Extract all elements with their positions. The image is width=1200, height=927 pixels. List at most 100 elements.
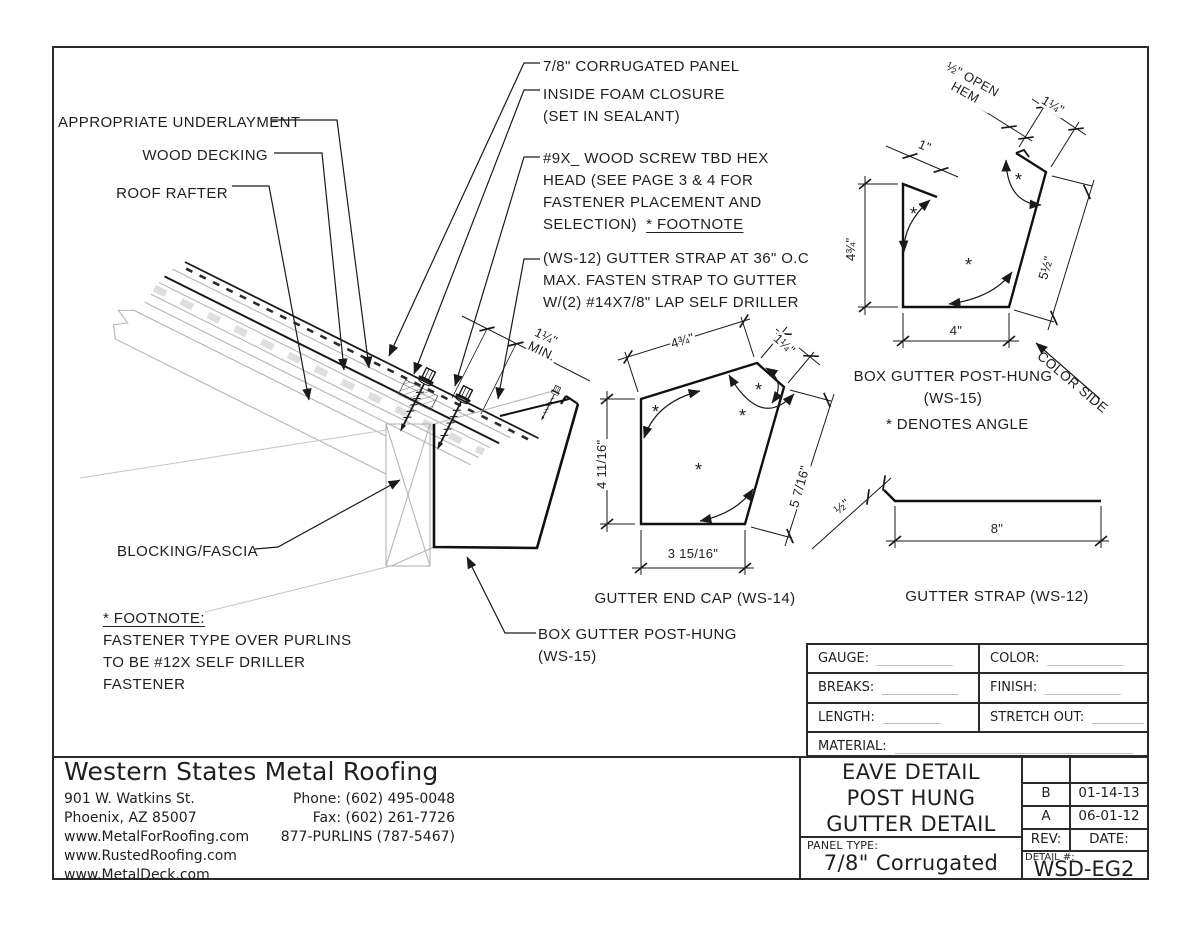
- website-metalforroofing: www.MetalForRoofing.com: [64, 829, 250, 845]
- panel-type-label: PANEL TYPE:: [807, 839, 879, 852]
- callout-blocking-fascia: BLOCKING/FASCIA: [117, 543, 259, 560]
- sheet-border: [52, 46, 1149, 880]
- angle-asterisk: *: [739, 406, 747, 426]
- spec-row: BREAKS: FINISH:: [808, 674, 1147, 704]
- strap-note-line2: MAX. FASTEN STRAP TO GUTTER: [543, 272, 798, 289]
- footnote-line2: TO BE #12X SELF DRILLER: [103, 654, 306, 671]
- spec-form: GAUGE: COLOR: BREAKS: FINISH: LENGTH: ST…: [806, 643, 1149, 757]
- material-field: MATERIAL:: [808, 739, 1147, 754]
- length-blank-line: [882, 710, 941, 725]
- callout-corrugated-panel: 7/8" CORRUGATED PANEL: [543, 58, 740, 75]
- angle-asterisk: *: [652, 402, 660, 422]
- angle-asterisk: *: [965, 255, 973, 275]
- fascia-blocking: [79, 390, 554, 613]
- phone-number: Phone: (602) 495-0048: [292, 791, 455, 807]
- finish-label: FINISH:: [990, 680, 1038, 696]
- footnote-title: * FOOTNOTE:: [103, 610, 205, 627]
- toll-free-number: 877-PURLINS (787-5467): [280, 829, 455, 845]
- rev-b-date: 01-14-13: [1078, 785, 1140, 801]
- rev-a: A: [1041, 808, 1051, 824]
- detail-number-label: DETAIL #:: [1025, 852, 1075, 863]
- stretch-out-field: STRETCH OUT:: [980, 704, 1147, 731]
- gauge-blank-line: [877, 652, 954, 666]
- finish-field: FINISH:: [980, 674, 1147, 701]
- callout-foam-closure: INSIDE FOAM CLOSURE (SET IN SEALANT): [543, 84, 725, 128]
- callout-underlayment: APPROPRIATE UNDERLAYMENT: [58, 114, 301, 131]
- breaks-field: BREAKS:: [808, 674, 980, 702]
- color-field: COLOR:: [980, 645, 1147, 672]
- leader-lines: [232, 62, 1101, 634]
- sheet-title-line2: POST HUNG: [846, 786, 976, 810]
- ws12-dim-length: 8": [989, 521, 1005, 536]
- screw-note-line2: HEAD (SEE PAGE 3 & 4 FOR: [543, 172, 754, 189]
- panel-type-divider: [800, 836, 1022, 838]
- rev-column-header: REV:: [1030, 831, 1062, 847]
- gutter-profile-main: [432, 395, 580, 550]
- sheet-title-line1: EAVE DETAIL: [842, 760, 980, 784]
- screw-note-line1: #9X_ WOOD SCREW TBD HEX: [543, 150, 769, 167]
- callout-box-gutter: BOX GUTTER POST-HUNG (WS-15): [538, 624, 737, 668]
- angle-asterisk: *: [695, 460, 703, 480]
- box-gutter-line2: (WS-15): [538, 648, 597, 665]
- angle-asterisk: *: [910, 204, 918, 224]
- date-column-header: DATE:: [1089, 831, 1129, 847]
- company-name: Western States Metal Roofing: [64, 757, 439, 786]
- footnote-block: * FOOTNOTE: FASTENER TYPE OVER PURLINS T…: [103, 608, 352, 696]
- address-line1: 901 W. Watkins St.: [64, 791, 195, 807]
- website-rustedroofing: www.RustedRoofing.com: [64, 848, 237, 864]
- callout-foam-line1: INSIDE FOAM CLOSURE: [543, 86, 725, 103]
- title-block-divider: [52, 756, 1147, 758]
- finish-blank-line: [1045, 681, 1122, 695]
- spec-row: MATERIAL:: [808, 733, 1147, 760]
- stretch-out-label: STRETCH OUT:: [990, 709, 1085, 725]
- rev-a-date: 06-01-12: [1078, 808, 1140, 824]
- color-blank-line: [1047, 652, 1124, 666]
- ws14-title: GUTTER END CAP (WS-14): [594, 590, 796, 607]
- footnote-line1: FASTENER TYPE OVER PURLINS: [103, 632, 352, 649]
- rev-b: B: [1041, 785, 1051, 801]
- ws15-title-line1: BOX GUTTER POST-HUNG: [853, 368, 1053, 385]
- ws15-dim-bottom: 4": [948, 323, 964, 338]
- ws15-title-line2: (WS-15): [923, 390, 983, 407]
- ws14-dim-bottom: 3 15/16": [666, 546, 720, 561]
- gauge-label: GAUGE:: [818, 651, 870, 667]
- ws12-profile: [883, 489, 1101, 503]
- angle-asterisk: *: [755, 380, 763, 400]
- stretch-out-blank-line: [1092, 710, 1145, 725]
- detail-number-value: WSD-EG2: [1033, 857, 1135, 881]
- strap-note-line1: (WS-12) GUTTER STRAP AT 36" O.C: [543, 250, 810, 267]
- box-gutter-line1: BOX GUTTER POST-HUNG: [538, 626, 737, 643]
- gauge-field: GAUGE:: [808, 645, 980, 673]
- callout-wood-decking: WOOD DECKING: [142, 147, 268, 164]
- screw-note-footnote-ref: * FOOTNOTE: [646, 216, 744, 233]
- angle-asterisk: *: [1015, 170, 1023, 190]
- material-blank-line: [894, 740, 1133, 754]
- sheet-title-line3: GUTTER DETAIL: [826, 812, 996, 836]
- fax-number: Fax: (602) 261-7726: [312, 810, 455, 826]
- callout-roof-rafter: ROOF RAFTER: [116, 185, 228, 202]
- breaks-label: BREAKS:: [818, 680, 875, 696]
- screw-note-selection: SELECTION): [543, 216, 638, 233]
- spec-row: GAUGE: COLOR:: [808, 645, 1147, 675]
- spec-row: LENGTH: STRETCH OUT:: [808, 703, 1147, 733]
- screw-note-line3: FASTENER PLACEMENT AND: [543, 194, 762, 211]
- color-label: COLOR:: [990, 651, 1040, 667]
- material-label: MATERIAL:: [818, 739, 887, 755]
- footnote-line3: FASTENER: [103, 676, 186, 693]
- breaks-blank-line: [882, 681, 959, 695]
- title-block-vertical-divider: [799, 756, 801, 878]
- length-label: LENGTH:: [818, 709, 875, 725]
- denotes-angle-note: * DENOTES ANGLE: [886, 416, 1029, 433]
- callout-foam-line2: (SET IN SEALANT): [543, 108, 680, 125]
- strap-note-line3: W/(2) #14X7/8" LAP SELF DRILLER: [543, 294, 799, 311]
- ws12-title: GUTTER STRAP (WS-12): [905, 588, 1089, 605]
- length-field: LENGTH:: [808, 703, 980, 731]
- website-metaldeck: www.MetalDeck.com: [64, 867, 210, 883]
- screw-note-line4: SELECTION) * FOOTNOTE: [543, 214, 769, 236]
- company-address: 901 W. Watkins St. Phoenix, AZ 85007 www…: [64, 790, 249, 885]
- panel-type-value: 7/8" Corrugated: [823, 851, 999, 875]
- callout-wood-screw: #9X_ WOOD SCREW TBD HEX HEAD (SEE PAGE 3…: [543, 148, 769, 236]
- company-phones: Phone: (602) 495-0048 Fax: (602) 261-772…: [250, 790, 455, 847]
